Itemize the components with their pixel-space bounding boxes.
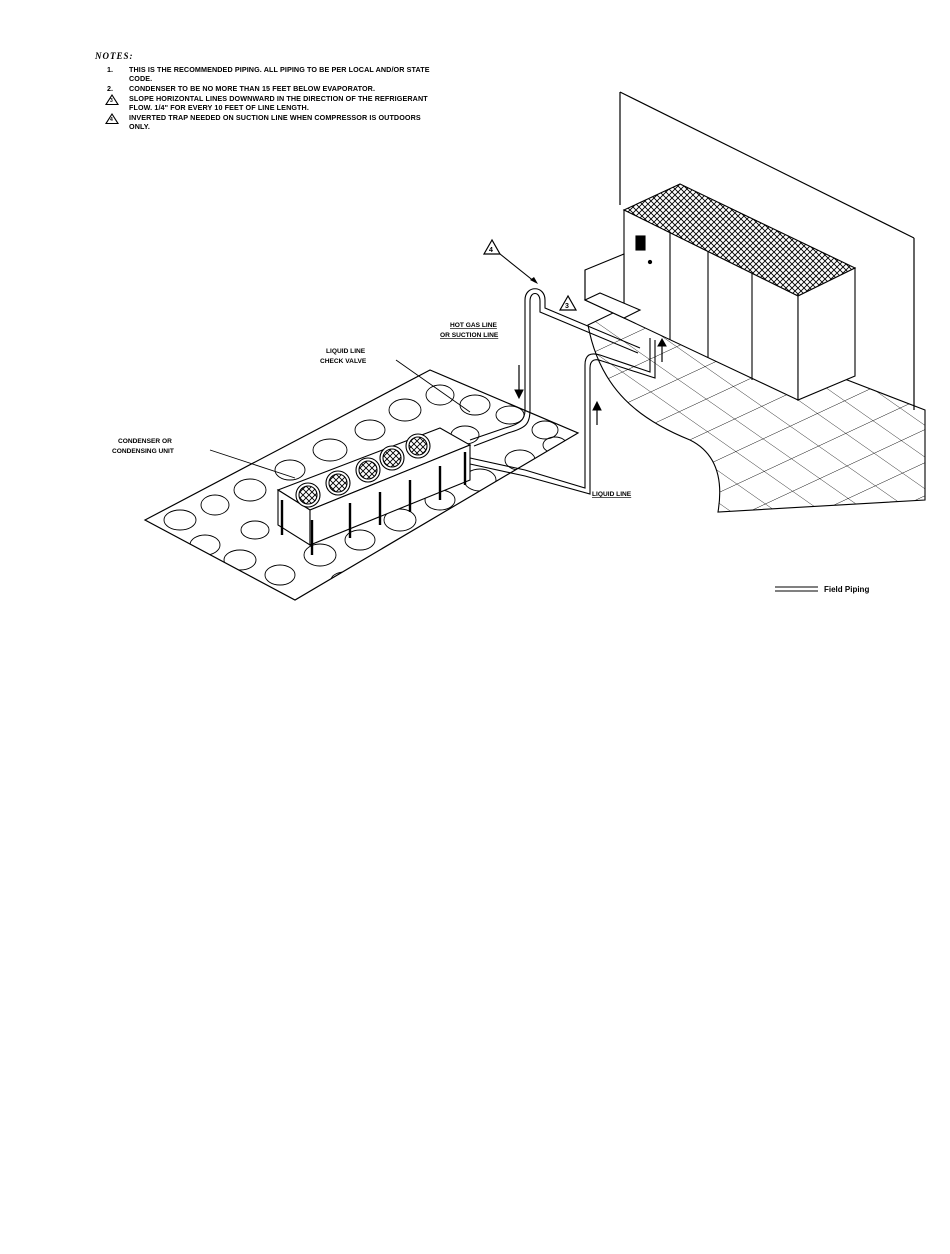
note-number-3: 3 bbox=[110, 98, 113, 104]
callout-trap: 4 bbox=[482, 238, 538, 284]
note-text-1: THIS IS THE RECOMMENDED PIPING. ALL PIPI… bbox=[129, 65, 430, 83]
warning-triangle-icon: 4 bbox=[105, 113, 119, 124]
note-item-4: 4 INVERTED TRAP NEEDED ON SUCTION LINE W… bbox=[105, 113, 435, 131]
svg-text:4: 4 bbox=[489, 247, 493, 254]
indoor-unit bbox=[583, 183, 857, 401]
field-piping bbox=[469, 288, 656, 495]
note-number-1: 1. bbox=[107, 65, 113, 74]
note-item-3: 3 SLOPE HORIZONTAL LINES DOWNWARD IN THE… bbox=[105, 94, 435, 112]
legend: Field Piping bbox=[775, 585, 869, 594]
callout-slope: 3 bbox=[558, 294, 578, 311]
note-text-4: INVERTED TRAP NEEDED ON SUCTION LINE WHE… bbox=[129, 113, 421, 131]
note-number-2: 2. bbox=[107, 84, 113, 93]
diagram-labels: HOT GAS LINE OR SUCTION LINE LIQUID LINE… bbox=[112, 322, 632, 498]
notes-block: NOTES: 1. THIS IS THE RECOMMENDED PIPING… bbox=[95, 52, 435, 132]
svg-text:3: 3 bbox=[565, 303, 569, 310]
note-text-2: CONDENSER TO BE NO MORE THAN 15 FEET BEL… bbox=[129, 84, 376, 93]
flow-arrows bbox=[514, 337, 667, 425]
note-item-1: 1. THIS IS THE RECOMMENDED PIPING. ALL P… bbox=[107, 65, 435, 83]
condenser-label-1: CONDENSER OR bbox=[118, 438, 172, 445]
control-panel-icon bbox=[635, 235, 646, 251]
room-wall bbox=[619, 91, 915, 410]
legend-label: Field Piping bbox=[824, 585, 869, 594]
condenser-label-2: CONDENSING UNIT bbox=[112, 448, 174, 455]
check-valve-label-1: LIQUID LINE bbox=[326, 348, 366, 355]
note-number-4: 4 bbox=[110, 117, 113, 123]
note-text-3: SLOPE HORIZONTAL LINES DOWNWARD IN THE D… bbox=[129, 94, 428, 112]
notes-header: NOTES: bbox=[95, 51, 134, 61]
hot-gas-label-1: HOT GAS LINE bbox=[450, 322, 497, 329]
check-valve-label-2: CHECK VALVE bbox=[320, 358, 367, 365]
hot-gas-label-2: OR SUCTION LINE bbox=[440, 332, 499, 339]
note-item-2: 2. CONDENSER TO BE NO MORE THAN 15 FEET … bbox=[107, 84, 435, 93]
liquid-line-label: LIQUID LINE bbox=[592, 491, 632, 498]
condenser-unit bbox=[276, 427, 472, 555]
warning-triangle-icon: 3 bbox=[105, 94, 119, 105]
